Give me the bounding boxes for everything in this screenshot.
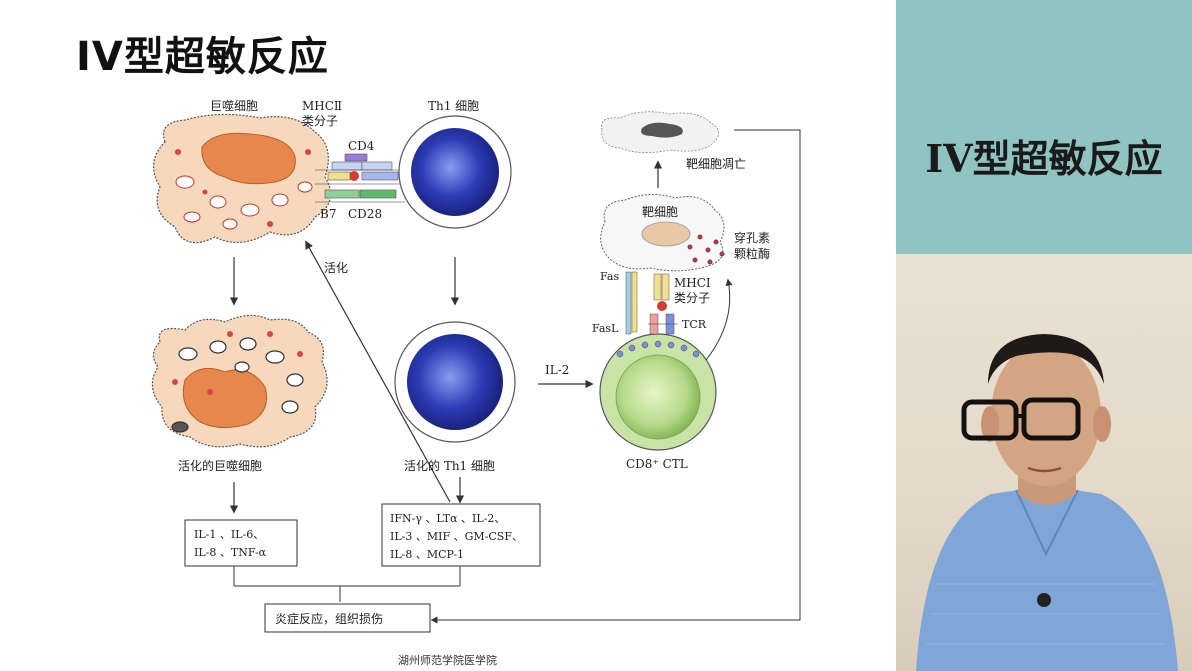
b7-label: B7 <box>320 207 336 221</box>
target-cell <box>600 194 725 272</box>
target-apoptosis-label: 靶细胞凋亡 <box>686 157 746 171</box>
side-title: IV型超敏反应 <box>925 136 1163 181</box>
fas-label: Fas <box>600 270 619 283</box>
right-panel: IV型超敏反应 <box>896 0 1192 671</box>
perforin-label-line2: 颗粒酶 <box>734 246 770 261</box>
fasl-label: FasL <box>592 322 619 335</box>
ctl-label: CD8⁺ CTL <box>626 457 688 471</box>
right-cytokine-line1: IFN-γ 、LTα 、IL-2、 <box>390 512 505 525</box>
mhc2-label-line1: MHCⅡ <box>302 99 342 113</box>
slide: IV型超敏反应 <box>76 34 801 667</box>
th1-label: Th1 细胞 <box>428 99 479 113</box>
target-cell-label: 靶细胞 <box>642 205 678 219</box>
perforin-label-line1: 穿孔素 <box>734 230 770 245</box>
synapse-molecules <box>315 153 405 203</box>
ctl-cell <box>599 333 717 451</box>
macrophage <box>153 113 332 244</box>
cd28-label: CD28 <box>348 207 382 221</box>
macrophage-label: 巨噬细胞 <box>210 98 258 113</box>
activate-label: 活化 <box>324 261 348 275</box>
activated-th1-label: 活化的 Th1 细胞 <box>404 458 495 473</box>
presenter-illustration <box>916 334 1178 671</box>
left-cytokine-line2: IL-8 、TNF-α <box>194 546 267 559</box>
il2-label: IL-2 <box>545 363 569 377</box>
inflammation-label: 炎症反应，组织损伤 <box>275 611 383 626</box>
mhc1-label-line1: MHCⅠ <box>674 276 711 290</box>
left-cytokine-line1: IL-1 、IL-6、 <box>194 528 264 541</box>
slide-title: IV型超敏反应 <box>76 34 329 80</box>
hypersensitivity-diagram: 巨噬细胞 MHCⅡ 类分子 CD4 B7 CD28 Th1 细胞 <box>151 98 801 633</box>
activated-macrophage-label: 活化的巨噬细胞 <box>178 458 262 473</box>
th1-cell <box>398 115 512 229</box>
activated-th1-cell <box>394 321 516 443</box>
ctl-target-receptors <box>625 271 678 335</box>
right-cytokine-line3: IL-8 、MCP-1 <box>390 548 464 561</box>
mhc2-label-line2: 类分子 <box>302 114 338 128</box>
side-title-box: IV型超敏反应 <box>896 0 1192 254</box>
apoptotic-cell <box>601 111 719 153</box>
left-cytokine-box <box>184 519 298 567</box>
source-caption: 湖州师范学院医学院 <box>398 654 497 667</box>
mhc1-label-line2: 类分子 <box>674 291 710 305</box>
presenter-video <box>896 254 1192 671</box>
right-cytokine-line2: IL-3 、MIF 、GM-CSF、 <box>390 530 523 543</box>
right-cytokine-box <box>381 503 541 567</box>
activated-macrophage <box>151 314 328 448</box>
inflammation-box <box>264 603 431 633</box>
cd4-label: CD4 <box>348 139 375 153</box>
tcr-label: TCR <box>682 318 707 331</box>
